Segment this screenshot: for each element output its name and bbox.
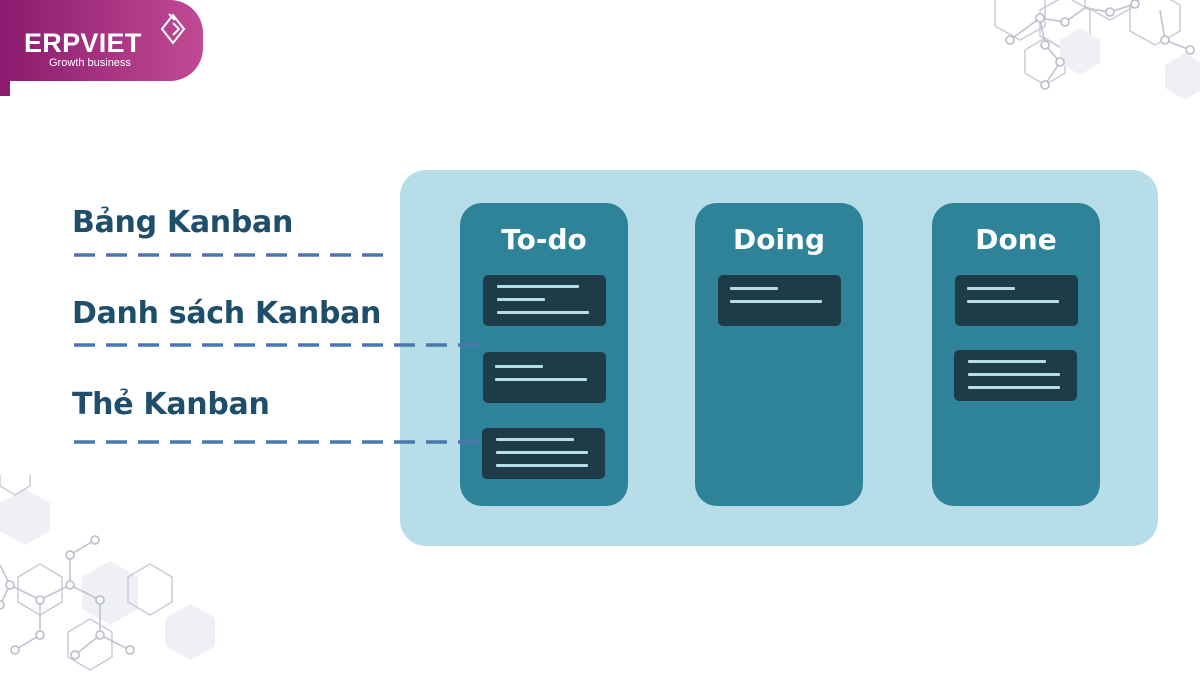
kanban-card [955, 275, 1078, 326]
connector-list [74, 343, 486, 347]
molecule-pattern-bottom-left [0, 475, 215, 671]
column-title-doing: Doing [732, 223, 826, 256]
connector-board [74, 253, 389, 257]
diamond-mark-icon [160, 13, 186, 45]
brand-name: ERPVIET [24, 28, 142, 58]
label-card: Thẻ Kanban [72, 387, 270, 422]
brand-logo: ERPVIET Growth business [0, 0, 203, 96]
brand-tagline: Growth business [49, 57, 131, 69]
molecule-pattern-top-right [994, 0, 1200, 100]
kanban-card [482, 428, 605, 479]
label-list: Danh sách Kanban [72, 296, 382, 331]
column-doing: Doing [695, 203, 863, 506]
kanban-card [483, 352, 606, 403]
column-title-todo: To-do [501, 223, 587, 256]
connector-card [74, 440, 489, 444]
label-board: Bảng Kanban [72, 205, 294, 240]
kanban-card [718, 275, 841, 326]
column-title-done: Done [975, 223, 1057, 256]
kanban-card [483, 275, 606, 326]
kanban-card [954, 350, 1077, 401]
